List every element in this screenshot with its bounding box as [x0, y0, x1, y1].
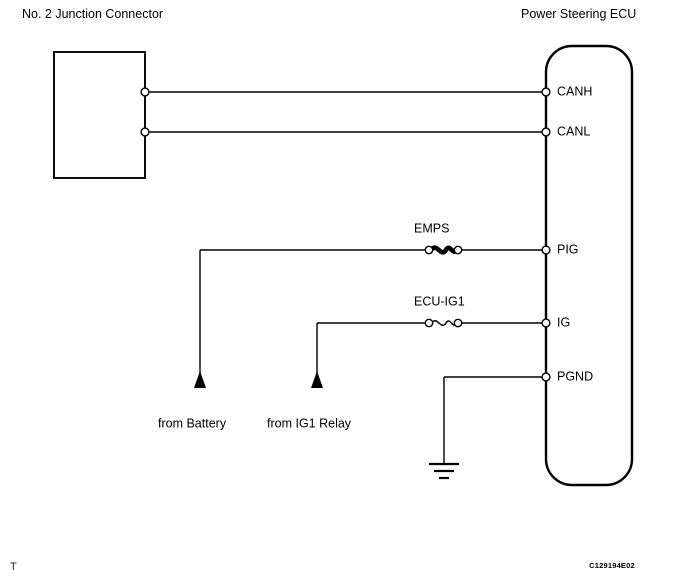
ecu-ig1-fuse-element — [431, 320, 457, 326]
battery-arrow-icon — [194, 371, 206, 388]
ecu-terminal-label-canl: CANL — [557, 124, 590, 138]
junction-connector-title: No. 2 Junction Connector — [22, 7, 163, 21]
ecu-terminal-label-pgnd: PGND — [557, 369, 593, 383]
junction-terminal-canh — [140, 87, 150, 97]
ecu-terminal-label-ig: IG — [557, 315, 570, 329]
power-steering-ecu-box — [544, 44, 634, 487]
ecu-terminal-canh — [541, 87, 551, 97]
corner-mark: T — [10, 561, 17, 573]
ecu-terminal-label-canh: CANH — [557, 84, 592, 98]
ecu-terminal-ig — [541, 318, 551, 328]
ecu-terminal-pgnd — [541, 372, 551, 382]
ecu-terminal-canl — [541, 127, 551, 137]
emps-fuse-terminal-left — [424, 245, 434, 255]
from-battery-label: from Battery — [158, 416, 227, 430]
junction-terminal-canl — [140, 127, 150, 137]
emps-fuse-terminal-right — [453, 245, 463, 255]
ecu-ig1-fuse-label: ECU-IG1 — [414, 294, 465, 308]
ecu-ig1-fuse-terminal-right — [453, 318, 463, 328]
ecu-terminal-pig — [541, 245, 551, 255]
figure-code: C129194E02 — [589, 561, 635, 570]
emps-fuse-element — [428, 245, 459, 255]
ecu-ig1-fuse-terminal-left — [424, 318, 434, 328]
from-ig1-relay-label: from IG1 Relay — [267, 416, 352, 430]
junction-connector-box — [53, 51, 146, 179]
emps-fuse-label: EMPS — [414, 221, 449, 235]
ecu-terminal-label-pig: PIG — [557, 242, 579, 256]
power-steering-ecu-title: Power Steering ECU — [521, 7, 636, 21]
ig1-relay-arrow-icon — [311, 371, 323, 388]
